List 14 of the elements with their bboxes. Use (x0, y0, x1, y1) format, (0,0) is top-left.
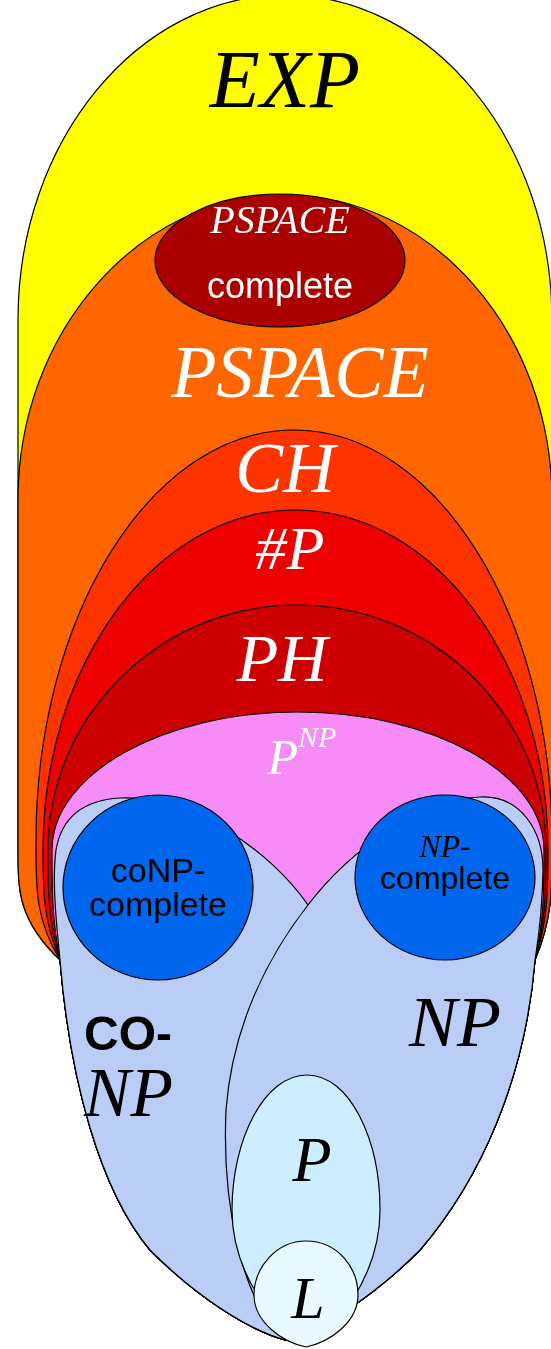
class-label: PSPACE (170, 335, 430, 409)
class-label: P$^{NP}$ (266, 722, 338, 782)
class-label: NP (407, 986, 502, 1058)
class-label: NP-complete (379, 830, 511, 894)
class-label: complete (205, 268, 355, 304)
class-label: CH (185, 432, 385, 504)
class-label: PSPACE (209, 200, 351, 240)
class-label: P (291, 1128, 333, 1192)
class-label: CO-NP (84, 1010, 174, 1128)
class-label: #P (254, 517, 326, 579)
class-label: EXP (208, 39, 362, 121)
class-label: L (289, 1268, 326, 1328)
class-label: PH (182, 624, 382, 692)
class-label: coNP-complete (88, 853, 228, 921)
